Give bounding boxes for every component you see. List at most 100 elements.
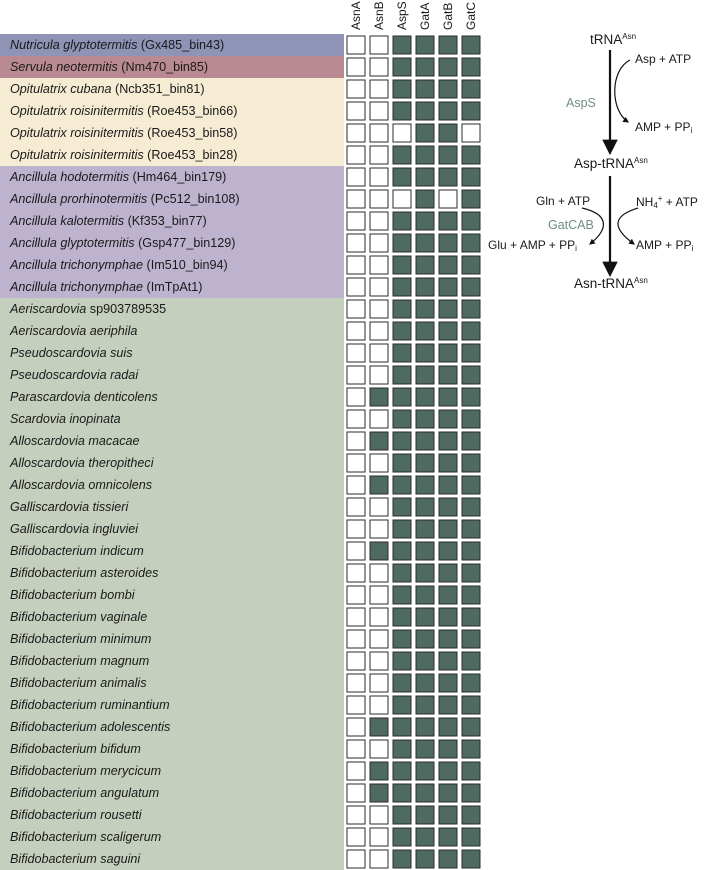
gene-cell bbox=[369, 299, 389, 319]
gene-cell bbox=[346, 849, 366, 869]
gene-cell bbox=[438, 123, 458, 143]
organism-label: Bifidobacterium merycicum bbox=[10, 760, 161, 782]
gene-column-header: AspS bbox=[395, 1, 409, 30]
gene-cell bbox=[461, 651, 481, 671]
organism-strain: (Roe453_bin28) bbox=[143, 148, 238, 162]
organism-row: Ancillula hodotermitis (Hm464_bin179) bbox=[0, 166, 344, 188]
organism-name: Galliscardovia tissieri bbox=[10, 500, 129, 514]
organism-name: Scardovia inopinata bbox=[10, 412, 121, 426]
gene-cell bbox=[346, 783, 366, 803]
gene-cell bbox=[369, 255, 389, 275]
gene-cell bbox=[346, 717, 366, 737]
organism-row: Opitulatrix cubana (Ncb351_bin81) bbox=[0, 78, 344, 100]
organism-name: Bifidobacterium asteroides bbox=[10, 566, 159, 580]
gene-cell bbox=[438, 717, 458, 737]
gene-cell bbox=[438, 255, 458, 275]
organism-strain: (ImTpAt1) bbox=[143, 280, 203, 294]
gene-cell bbox=[438, 651, 458, 671]
asn-trna-asn: Asn-tRNAAsn bbox=[574, 276, 648, 291]
gene-cell bbox=[438, 849, 458, 869]
organism-strain: (Ncb351_bin81) bbox=[111, 82, 205, 96]
gene-cell bbox=[392, 783, 412, 803]
organism-name: Bifidobacterium animalis bbox=[10, 676, 147, 690]
organism-label: Galliscardovia tissieri bbox=[10, 496, 128, 518]
gene-cell bbox=[461, 695, 481, 715]
organism-row: Bifidobacterium vaginale bbox=[0, 606, 344, 628]
organism-label: Bifidobacterium indicum bbox=[10, 540, 144, 562]
organism-row: Bifidobacterium merycicum bbox=[0, 760, 344, 782]
organism-label: Aeriscardovia aeriphila bbox=[10, 320, 137, 342]
gat-substrate-left: Gln + ATP bbox=[536, 194, 591, 208]
organism-label: Bifidobacterium animalis bbox=[10, 672, 147, 694]
organism-row: Bifidobacterium asteroides bbox=[0, 562, 344, 584]
gene-cell bbox=[369, 145, 389, 165]
gene-cell bbox=[369, 761, 389, 781]
organism-label: Ancillula trichonymphae (Im510_bin94) bbox=[10, 254, 228, 276]
gene-cell bbox=[346, 145, 366, 165]
gene-cell bbox=[438, 145, 458, 165]
gene-cell bbox=[438, 233, 458, 253]
gene-cell bbox=[369, 849, 389, 869]
organism-row: Ancillula trichonymphae (Im510_bin94) bbox=[0, 254, 344, 276]
gene-cell bbox=[369, 387, 389, 407]
organism-name: Ancillula prorhinotermitis bbox=[10, 192, 148, 206]
gene-cell bbox=[415, 387, 435, 407]
organism-label: Ancillula prorhinotermitis (Pc512_bin108… bbox=[10, 188, 240, 210]
gene-cell bbox=[438, 453, 458, 473]
organism-strain: (Roe453_bin66) bbox=[143, 104, 238, 118]
gene-cell bbox=[392, 827, 412, 847]
organism-label: Opitulatrix roisinitermitis (Roe453_bin2… bbox=[10, 144, 238, 166]
gene-cell bbox=[438, 607, 458, 627]
gene-cell bbox=[415, 167, 435, 187]
gene-cell bbox=[461, 409, 481, 429]
organism-row: Bifidobacterium indicum bbox=[0, 540, 344, 562]
gene-cell bbox=[346, 211, 366, 231]
gene-cell bbox=[369, 607, 389, 627]
gene-cell bbox=[415, 365, 435, 385]
organism-name: Aeriscardovia aeriphila bbox=[10, 324, 138, 338]
gene-cell bbox=[438, 761, 458, 781]
gene-cell bbox=[369, 365, 389, 385]
organism-row: Opitulatrix roisinitermitis (Roe453_bin5… bbox=[0, 122, 344, 144]
gene-cell bbox=[415, 739, 435, 759]
organism-row: Aeriscardovia aeriphila bbox=[0, 320, 344, 342]
organism-name: Bifidobacterium magnum bbox=[10, 654, 150, 668]
gene-cell bbox=[369, 629, 389, 649]
gene-cell bbox=[346, 475, 366, 495]
gene-cell bbox=[346, 651, 366, 671]
gene-cell bbox=[461, 673, 481, 693]
gene-cell bbox=[346, 101, 366, 121]
organism-row: Bifidobacterium adolescentis bbox=[0, 716, 344, 738]
organism-name: Bifidobacterium saguini bbox=[10, 852, 141, 866]
organism-row: Galliscardovia tissieri bbox=[0, 496, 344, 518]
organism-name: Alloscardovia macacae bbox=[10, 434, 140, 448]
gene-cell bbox=[346, 255, 366, 275]
gene-cell bbox=[392, 211, 412, 231]
gene-cell bbox=[461, 629, 481, 649]
gene-cell bbox=[461, 453, 481, 473]
gatcab-right-arrow bbox=[617, 207, 639, 245]
gene-cell bbox=[346, 299, 366, 319]
gene-cell bbox=[392, 431, 412, 451]
gene-cell bbox=[369, 123, 389, 143]
organism-label: Ancillula glyptotermitis (Gsp477_bin129) bbox=[10, 232, 235, 254]
organism-label: Bifidobacterium minimum bbox=[10, 628, 151, 650]
gene-cell bbox=[461, 277, 481, 297]
gene-column-header: AsnB bbox=[372, 1, 386, 30]
organism-row: Nutricula glyptotermitis (Gx485_bin43) bbox=[0, 34, 344, 56]
organism-name: Opitulatrix roisinitermitis bbox=[10, 104, 144, 118]
organism-row: Opitulatrix roisinitermitis (Roe453_bin6… bbox=[0, 100, 344, 122]
organism-label: Parascardovia denticolens bbox=[10, 386, 158, 408]
gene-cell bbox=[415, 101, 435, 121]
organism-name: Pseudoscardovia suis bbox=[10, 346, 133, 360]
gene-cell bbox=[346, 189, 366, 209]
organism-label: Opitulatrix cubana (Ncb351_bin81) bbox=[10, 78, 205, 100]
gatcab-enzyme: GatCAB bbox=[548, 218, 594, 232]
organism-name: Parascardovia denticolens bbox=[10, 390, 158, 404]
gene-cell bbox=[369, 101, 389, 121]
organism-strain: (Kf353_bin77) bbox=[124, 214, 207, 228]
gene-cell bbox=[461, 585, 481, 605]
gene-cell bbox=[346, 519, 366, 539]
gene-cell bbox=[461, 299, 481, 319]
gene-cell bbox=[438, 827, 458, 847]
